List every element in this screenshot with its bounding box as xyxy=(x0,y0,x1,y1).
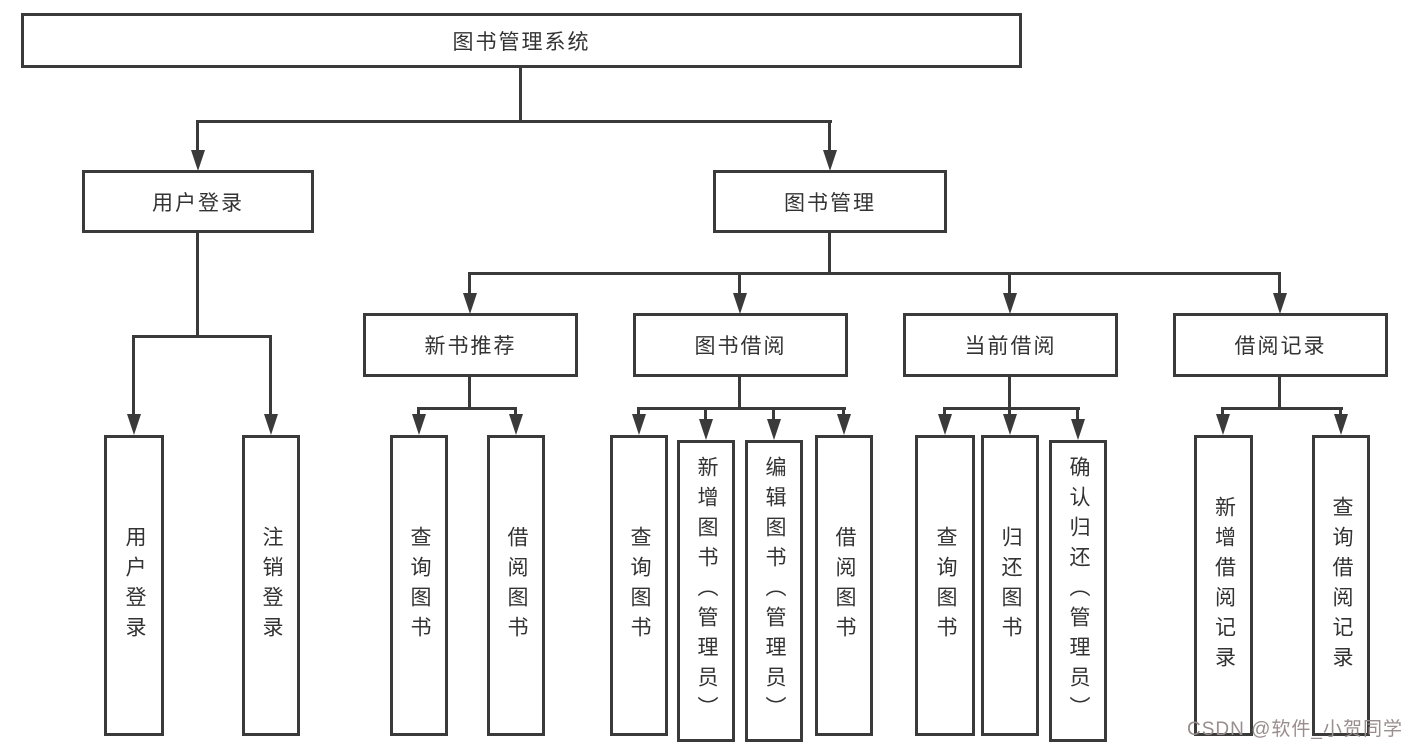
arrow-down-icon xyxy=(1003,414,1017,435)
connector-vline xyxy=(738,272,741,296)
connector-vline xyxy=(417,407,420,417)
arrow-down-icon xyxy=(463,293,477,314)
leaf-confirm-return-admin: 确认归还（管理员） xyxy=(1049,440,1107,742)
connector-vline xyxy=(514,407,517,417)
connector-hline xyxy=(1221,407,1343,410)
connector-vline xyxy=(196,233,199,338)
arrow-down-icon xyxy=(837,414,851,435)
arrow-down-icon xyxy=(1003,293,1017,314)
connector-hline xyxy=(943,407,1080,410)
connector-vline xyxy=(196,120,199,152)
leaf-borrow-books-borrowing: 借阅图书 xyxy=(815,435,873,736)
arrow-down-icon xyxy=(412,414,426,435)
node-book-management: 图书管理 xyxy=(713,170,947,233)
connector-hline xyxy=(637,407,846,410)
connector-vline xyxy=(1076,407,1079,422)
connector-hline xyxy=(417,407,517,410)
connector-vline xyxy=(828,120,831,152)
node-current-borrowing: 当前借阅 xyxy=(903,313,1118,377)
connector-vline xyxy=(1008,407,1011,417)
arrow-down-icon xyxy=(1071,419,1085,440)
arrow-down-icon xyxy=(127,414,141,435)
connector-vline xyxy=(132,335,135,417)
connector-vline xyxy=(738,377,741,410)
connector-vline xyxy=(1221,407,1224,417)
arrow-down-icon xyxy=(191,150,205,171)
node-book-borrowing: 图书借阅 xyxy=(633,313,848,377)
leaf-add-borrow-record: 新增借阅记录 xyxy=(1194,435,1253,736)
connector-vline xyxy=(842,407,845,417)
connector-vline xyxy=(828,233,831,275)
connector-vline xyxy=(468,272,471,296)
csdn-watermark: CSDN @软件_小贺同学 xyxy=(1187,719,1403,740)
arrow-down-icon xyxy=(733,293,747,314)
connector-hline xyxy=(468,272,1281,275)
node-new-book-recommend: 新书推荐 xyxy=(363,313,578,377)
arrow-down-icon xyxy=(938,414,952,435)
arrow-down-icon xyxy=(823,150,837,171)
connector-vline xyxy=(269,335,272,417)
leaf-query-books-borrowing: 查询图书 xyxy=(610,435,668,736)
connector-vline xyxy=(1278,377,1281,410)
connector-hline xyxy=(132,335,272,338)
leaf-query-books-current: 查询图书 xyxy=(915,435,975,736)
leaf-borrow-books-recommend: 借阅图书 xyxy=(487,435,545,736)
leaf-logout: 注销登录 xyxy=(242,435,300,736)
connector-vline xyxy=(943,407,946,417)
arrow-down-icon xyxy=(632,414,646,435)
node-borrow-records: 借阅记录 xyxy=(1173,313,1388,377)
leaf-query-books-recommend: 查询图书 xyxy=(390,435,448,736)
connector-vline xyxy=(772,407,775,422)
arrow-down-icon xyxy=(1273,293,1287,314)
connector-hline xyxy=(196,120,832,123)
connector-vline xyxy=(1339,407,1342,417)
leaf-query-borrow-record: 查询借阅记录 xyxy=(1312,435,1370,736)
node-library-system: 图书管理系统 xyxy=(21,13,1022,68)
node-user-login: 用户登录 xyxy=(82,170,314,233)
arrow-down-icon xyxy=(1334,414,1348,435)
connector-vline xyxy=(468,377,471,410)
arrow-down-icon xyxy=(699,419,713,440)
connector-vline xyxy=(1008,272,1011,296)
arrow-down-icon xyxy=(1216,414,1230,435)
connector-vline xyxy=(637,407,640,417)
arrow-down-icon xyxy=(509,414,523,435)
leaf-user-login: 用户登录 xyxy=(104,435,164,736)
connector-vline xyxy=(1278,272,1281,296)
connector-vline xyxy=(519,68,522,123)
leaf-add-book-admin: 新增图书（管理员） xyxy=(677,440,735,742)
connector-vline xyxy=(704,407,707,422)
arrow-down-icon xyxy=(767,419,781,440)
connector-vline xyxy=(1008,377,1011,410)
leaf-return-books: 归还图书 xyxy=(981,435,1039,736)
arrow-down-icon xyxy=(264,414,278,435)
leaf-edit-book-admin: 编辑图书（管理员） xyxy=(745,440,803,742)
